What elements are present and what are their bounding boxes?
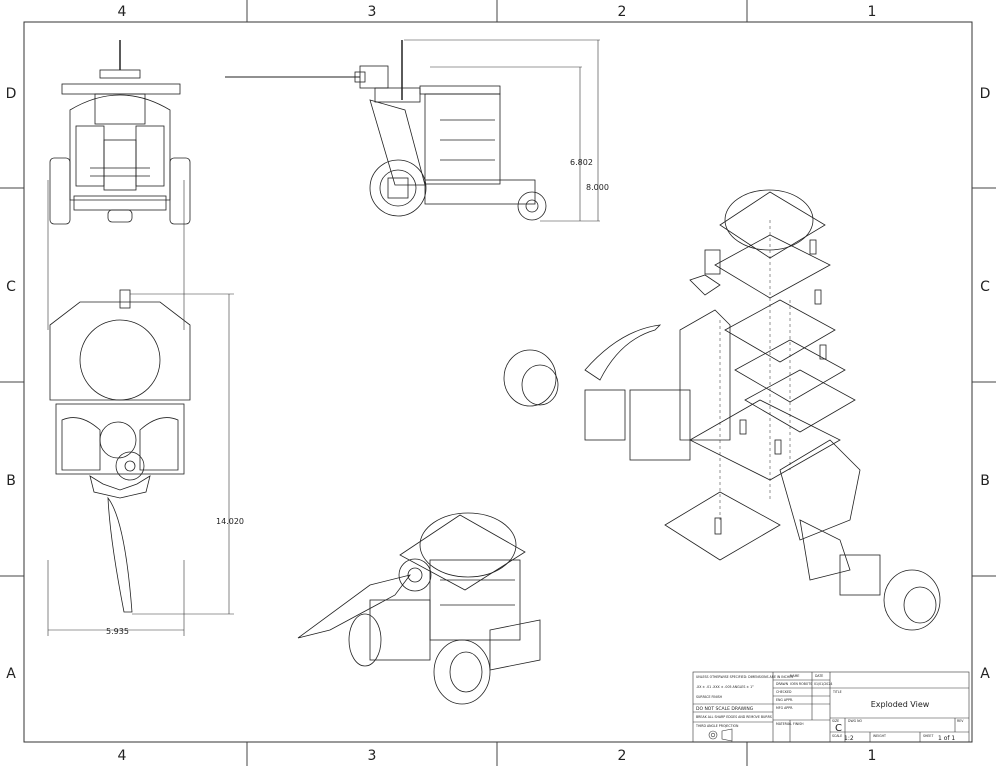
- material-label: MATERIAL: [776, 722, 792, 726]
- break-edges-note: BREAK ALL SHARP EDGES AND REMOVE BURRS: [696, 715, 772, 719]
- top-view: [49, 289, 191, 613]
- weight-label: WEIGHT: [873, 734, 886, 738]
- drawn-name: IOEN ROBOTS: [790, 682, 812, 686]
- scale-value: 1:2: [844, 735, 854, 742]
- dwg-label: DWG NO: [848, 719, 862, 723]
- dimension-length: 14.020: [216, 517, 244, 526]
- mfg-appr-label: MFG APPR.: [776, 706, 793, 710]
- finish-label: FINISH: [793, 722, 804, 726]
- title-block: [692, 671, 970, 743]
- zone-left-A: A: [6, 666, 16, 682]
- zone-top-4: 4: [118, 4, 127, 20]
- zone-top-2: 2: [618, 4, 627, 20]
- scale-label: SCALE: [832, 734, 842, 738]
- top-view-dimensions: [47, 180, 234, 636]
- zone-bottom-2: 2: [618, 748, 627, 764]
- drawn-label: DRAWN: [776, 682, 789, 686]
- isometric-view: [297, 512, 541, 705]
- drawing-title: Exploded View: [871, 700, 930, 709]
- sheet-value: 1 of 1: [938, 735, 955, 742]
- tolerance-note: .XX ± .01 .XXX ± .005 ANGLES ± 1°: [696, 685, 754, 689]
- drawn-date: 01/01/2024: [814, 682, 832, 686]
- zone-left-D: D: [6, 86, 17, 102]
- projection-symbol: [708, 728, 733, 742]
- side-view-dimensions: [404, 39, 600, 222]
- zone-right-B: B: [980, 473, 990, 489]
- do-not-scale-note: DO NOT SCALE DRAWING: [696, 706, 754, 712]
- zone-bottom-3: 3: [368, 748, 377, 764]
- zone-top-1: 1: [868, 4, 877, 20]
- title-block-text: UNLESS OTHERWISE SPECIFIED: DIMENSIONS A…: [695, 674, 964, 738]
- zone-bottom-4: 4: [118, 748, 127, 764]
- eng-appr-label: ENG APPR.: [776, 698, 793, 702]
- zone-right-A: A: [980, 666, 990, 682]
- size-value: C: [835, 723, 842, 734]
- rev-label: REV: [957, 719, 964, 723]
- date-header: DATE: [815, 674, 823, 678]
- dimension-width: 5.935: [106, 627, 129, 636]
- surface-note: SURFACE FINISH: [696, 695, 723, 699]
- dimension-height-short: 6.802: [570, 158, 593, 167]
- zone-left-B: B: [6, 473, 16, 489]
- zone-labels: 4 3 2 1 4 3 2 1 D C B A D C B A: [6, 4, 991, 764]
- exploded-view: [503, 189, 941, 631]
- unless-note: UNLESS OTHERWISE SPECIFIED: DIMENSIONS A…: [696, 675, 793, 679]
- zone-top-3: 3: [368, 4, 377, 20]
- size-label: SIZE: [832, 719, 839, 723]
- dimension-height-tall: 8.000: [586, 183, 609, 192]
- title-label: TITLE: [832, 690, 842, 694]
- zone-right-D: D: [980, 86, 991, 102]
- zone-left-C: C: [6, 279, 16, 295]
- sheet-label: SHEET: [923, 734, 933, 738]
- zone-right-C: C: [980, 279, 990, 295]
- projection-label: THIRD ANGLE PROJECTION: [695, 724, 739, 728]
- name-header: NAME: [790, 674, 799, 678]
- zone-bottom-1: 1: [868, 748, 877, 764]
- checked-label: CHECKED: [776, 690, 792, 694]
- side-view: [225, 40, 547, 221]
- front-view: [49, 40, 191, 225]
